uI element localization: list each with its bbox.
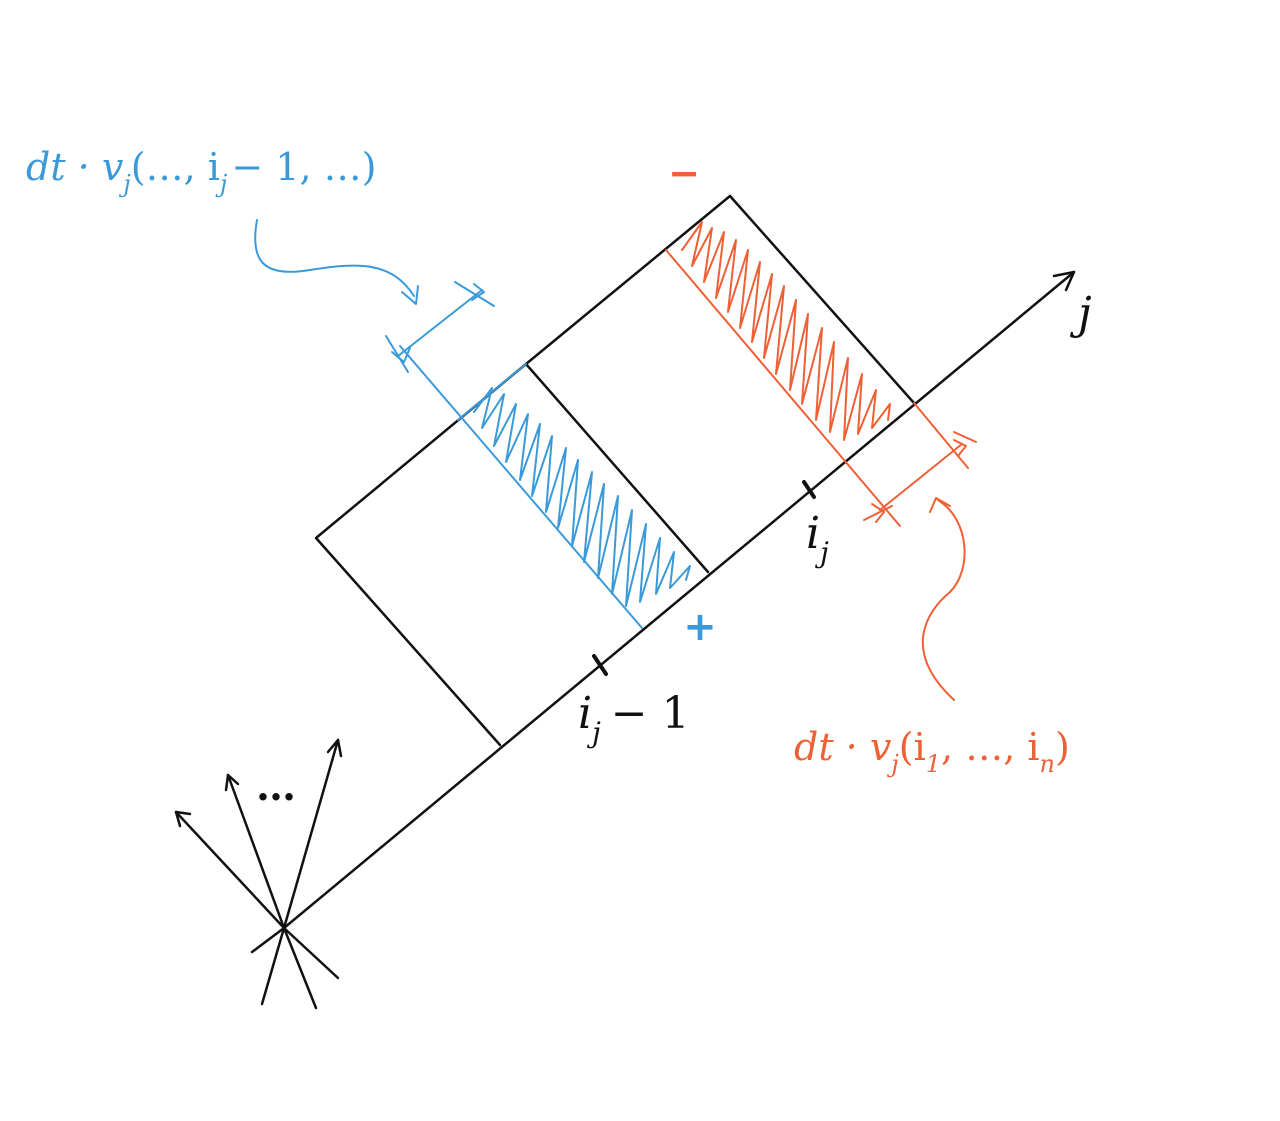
axis-line-2 — [226, 773, 286, 930]
axis-label-j: j — [1069, 288, 1092, 339]
j-axis — [282, 270, 1076, 930]
origin-axes-fan — [174, 738, 343, 1010]
blue-callout-arrowhead-icon — [401, 285, 419, 305]
orange-hatching — [681, 221, 891, 441]
blue-dim-tick-1 — [385, 335, 409, 373]
axis-line-1 — [174, 810, 286, 930]
axis-arrow-2-icon — [224, 773, 240, 792]
j-axis-line — [282, 270, 1076, 930]
axis-line-3 — [282, 738, 340, 930]
j-axis-arrowhead-icon — [1052, 270, 1076, 292]
orange-dimension-line — [879, 443, 963, 511]
box-right-outline — [524, 194, 916, 405]
blue-dim-arrow-2-icon — [471, 283, 485, 301]
blue-flux-strip — [254, 219, 691, 629]
axis-extension-2 — [282, 926, 318, 1010]
minus-sign: − — [668, 151, 700, 195]
blue-strip-edge — [399, 345, 643, 629]
blue-dim-arrow-1-icon — [391, 347, 411, 363]
axis-extension-1 — [282, 926, 340, 980]
axis-arrow-3-icon — [326, 738, 343, 758]
blue-dimension-line — [397, 289, 483, 357]
plus-sign: + — [683, 604, 717, 650]
orange-flux-strip — [665, 221, 977, 701]
tick-ij-minus-1 — [592, 654, 608, 676]
box-left-outline — [314, 362, 528, 747]
orange-dim-tick-2 — [953, 431, 977, 443]
blue-formula-label: dt · vj(…, ij− 1, …) — [26, 145, 376, 198]
unit-boxes — [314, 194, 916, 747]
box-divider-mid — [524, 362, 710, 574]
orange-callout-curve — [921, 499, 966, 701]
axes-ellipsis: … — [256, 763, 296, 810]
orange-strip-edge — [665, 249, 901, 527]
orange-formula-label: dt · vj(i1, …, in) — [794, 725, 1070, 778]
axis-ticks — [592, 480, 816, 676]
orange-strip-bottom — [913, 402, 969, 469]
orange-dim-arrow-2-icon — [953, 439, 967, 457]
axis-extension-3 — [260, 926, 286, 1006]
tick-label-ij: ij — [806, 508, 829, 569]
tick-ij — [802, 480, 816, 499]
blue-callout-curve — [254, 219, 415, 297]
orange-dim-arrow-1-icon — [871, 503, 885, 523]
tick-label-ij-minus-1: ij− 1 — [578, 688, 690, 749]
blue-hatching — [473, 387, 691, 607]
axis-arrow-1-icon — [174, 810, 192, 828]
orange-callout-arrowhead-icon — [929, 497, 951, 513]
orange-dim-tick-1 — [863, 505, 893, 521]
axis-extension-4 — [250, 926, 286, 954]
blue-dim-tick-2 — [454, 281, 495, 307]
